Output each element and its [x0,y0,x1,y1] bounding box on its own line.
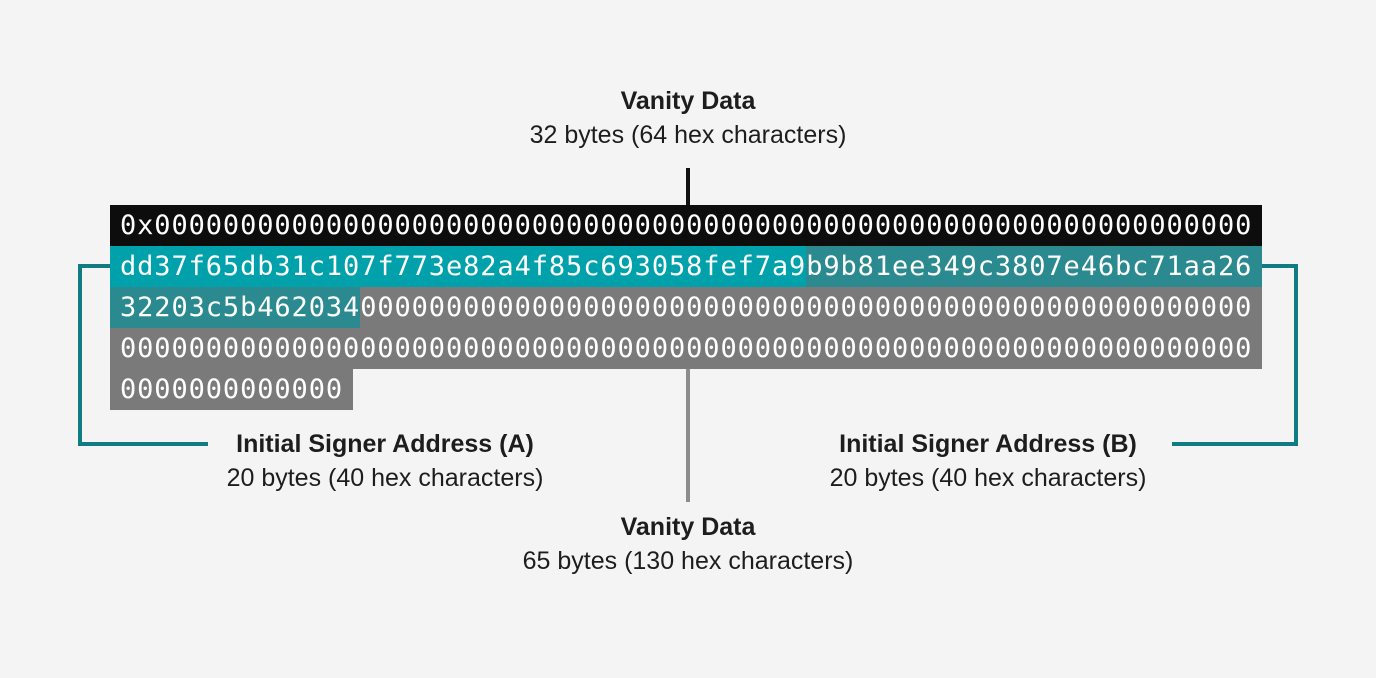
signer-b-subtitle: 20 bytes (40 hex characters) [829,464,1147,492]
padding-zeros-segment-2: 0000000000000000000000000000000000000000… [110,328,1263,369]
signer-b-bracket-vertical-line [1294,264,1298,446]
signer-a-bracket-top-line [78,264,110,268]
signer-b-bracket-top-line [1262,264,1298,268]
hex-row-2: dd37f65db31c107f773e82a4f85c693058fef7a9… [110,246,1263,287]
bottom-connector-line [686,369,690,502]
signer-b-segment-part1: b9b81ee349c3807e46bc71aa26 [806,246,1263,287]
vanity-zeros-segment: 0x00000000000000000000000000000000000000… [110,205,1263,246]
hex-row-4: 0000000000000000000000000000000000000000… [110,328,1263,369]
signer-a-bracket-bottom-line [78,442,208,446]
top-vanity-label: Vanity Data 32 bytes (64 hex characters) [0,84,1376,152]
top-vanity-title: Vanity Data [620,87,756,115]
padding-zeros-segment-3: 0000000000000 [110,369,354,410]
hex-row-1: 0x00000000000000000000000000000000000000… [110,205,1263,246]
signer-a-bracket-vertical-line [78,264,82,446]
signer-a-title: Initial Signer Address (A) [236,430,534,458]
top-vanity-subtitle: 32 bytes (64 hex characters) [529,121,847,149]
signer-b-title: Initial Signer Address (B) [839,430,1137,458]
signer-a-segment: dd37f65db31c107f773e82a4f85c693058fef7a9 [110,246,807,287]
bottom-vanity-title: Vanity Data [620,513,756,541]
signer-a-label: Initial Signer Address (A) 20 bytes (40 … [160,427,610,495]
bottom-vanity-label: Vanity Data 65 bytes (130 hex characters… [0,510,1376,578]
hex-row-3: 32203c5b46203400000000000000000000000000… [110,287,1263,328]
bottom-vanity-subtitle: 65 bytes (130 hex characters) [522,547,854,575]
top-connector-line [686,168,690,205]
signer-a-subtitle: 20 bytes (40 hex characters) [226,464,544,492]
signer-b-segment-part2: 32203c5b462034 [110,287,361,328]
signer-b-label: Initial Signer Address (B) 20 bytes (40 … [763,427,1213,495]
hex-data-block: 0x00000000000000000000000000000000000000… [110,205,1263,410]
padding-zeros-segment-1: 0000000000000000000000000000000000000000… [360,287,1263,328]
hex-row-5: 0000000000000 [110,369,1262,410]
signer-b-bracket-bottom-line [1172,442,1298,446]
